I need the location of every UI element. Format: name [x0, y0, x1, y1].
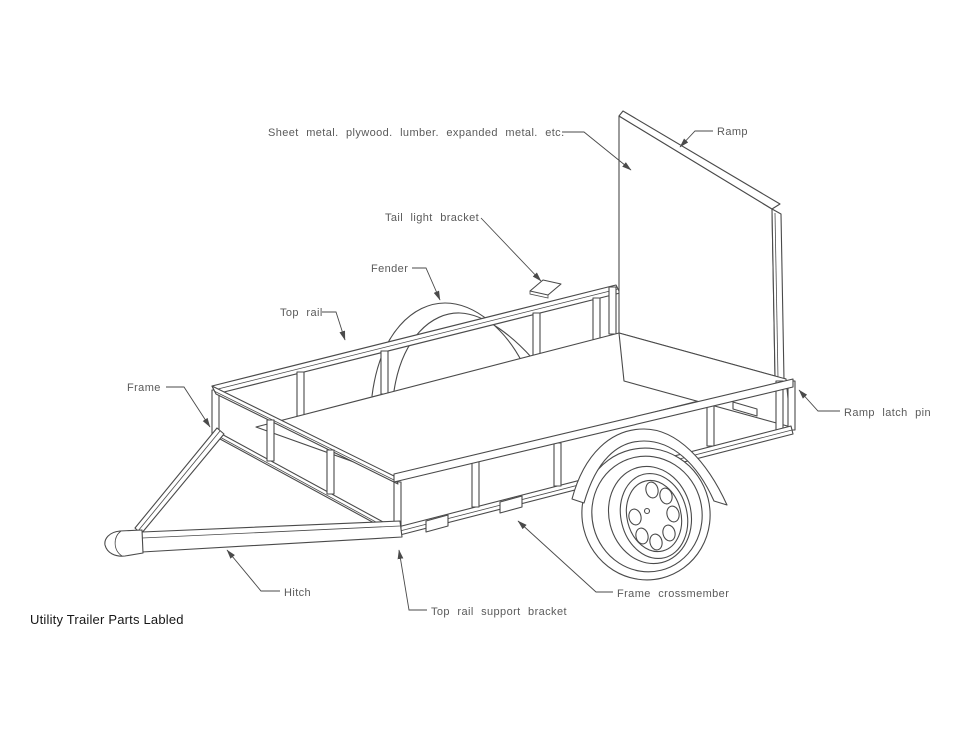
wheel: [581, 447, 711, 581]
part-labels: Sheet metal. plywood. lumber. expanded m…: [127, 126, 931, 618]
tail-light-bracket: [529, 279, 562, 299]
frame-crossmember: [499, 495, 523, 514]
frame-crossmember: [425, 514, 449, 533]
hitch: [104, 427, 403, 557]
hub-center: [643, 507, 651, 515]
ramp-latch-pin: [732, 401, 758, 417]
label-tail-light-bracket: Tail light bracket: [385, 212, 479, 224]
label-top-rail: Top rail: [280, 307, 323, 319]
label-ramp-latch-pin: Ramp latch pin: [844, 407, 931, 419]
rim-lug-holes: [628, 481, 680, 551]
label-top-rail-support-bracket: Top rail support bracket: [431, 606, 567, 618]
leader-lines: [166, 130, 840, 611]
label-sheet-material: Sheet metal. plywood. lumber. expanded m…: [268, 127, 565, 139]
label-fender: Fender: [371, 263, 408, 275]
top-rail-support-brackets-far: [211, 286, 617, 437]
label-frame: Frame: [127, 382, 161, 394]
label-ramp: Ramp: [717, 126, 748, 138]
coupler: [104, 529, 144, 557]
label-frame-crossmember: Frame crossmember: [617, 588, 729, 600]
ramp: [618, 110, 785, 381]
figure-caption: Utility Trailer Parts Labled: [30, 612, 184, 627]
fender: [571, 428, 728, 506]
label-hitch: Hitch: [284, 587, 311, 599]
top-rail-near: [393, 378, 794, 483]
